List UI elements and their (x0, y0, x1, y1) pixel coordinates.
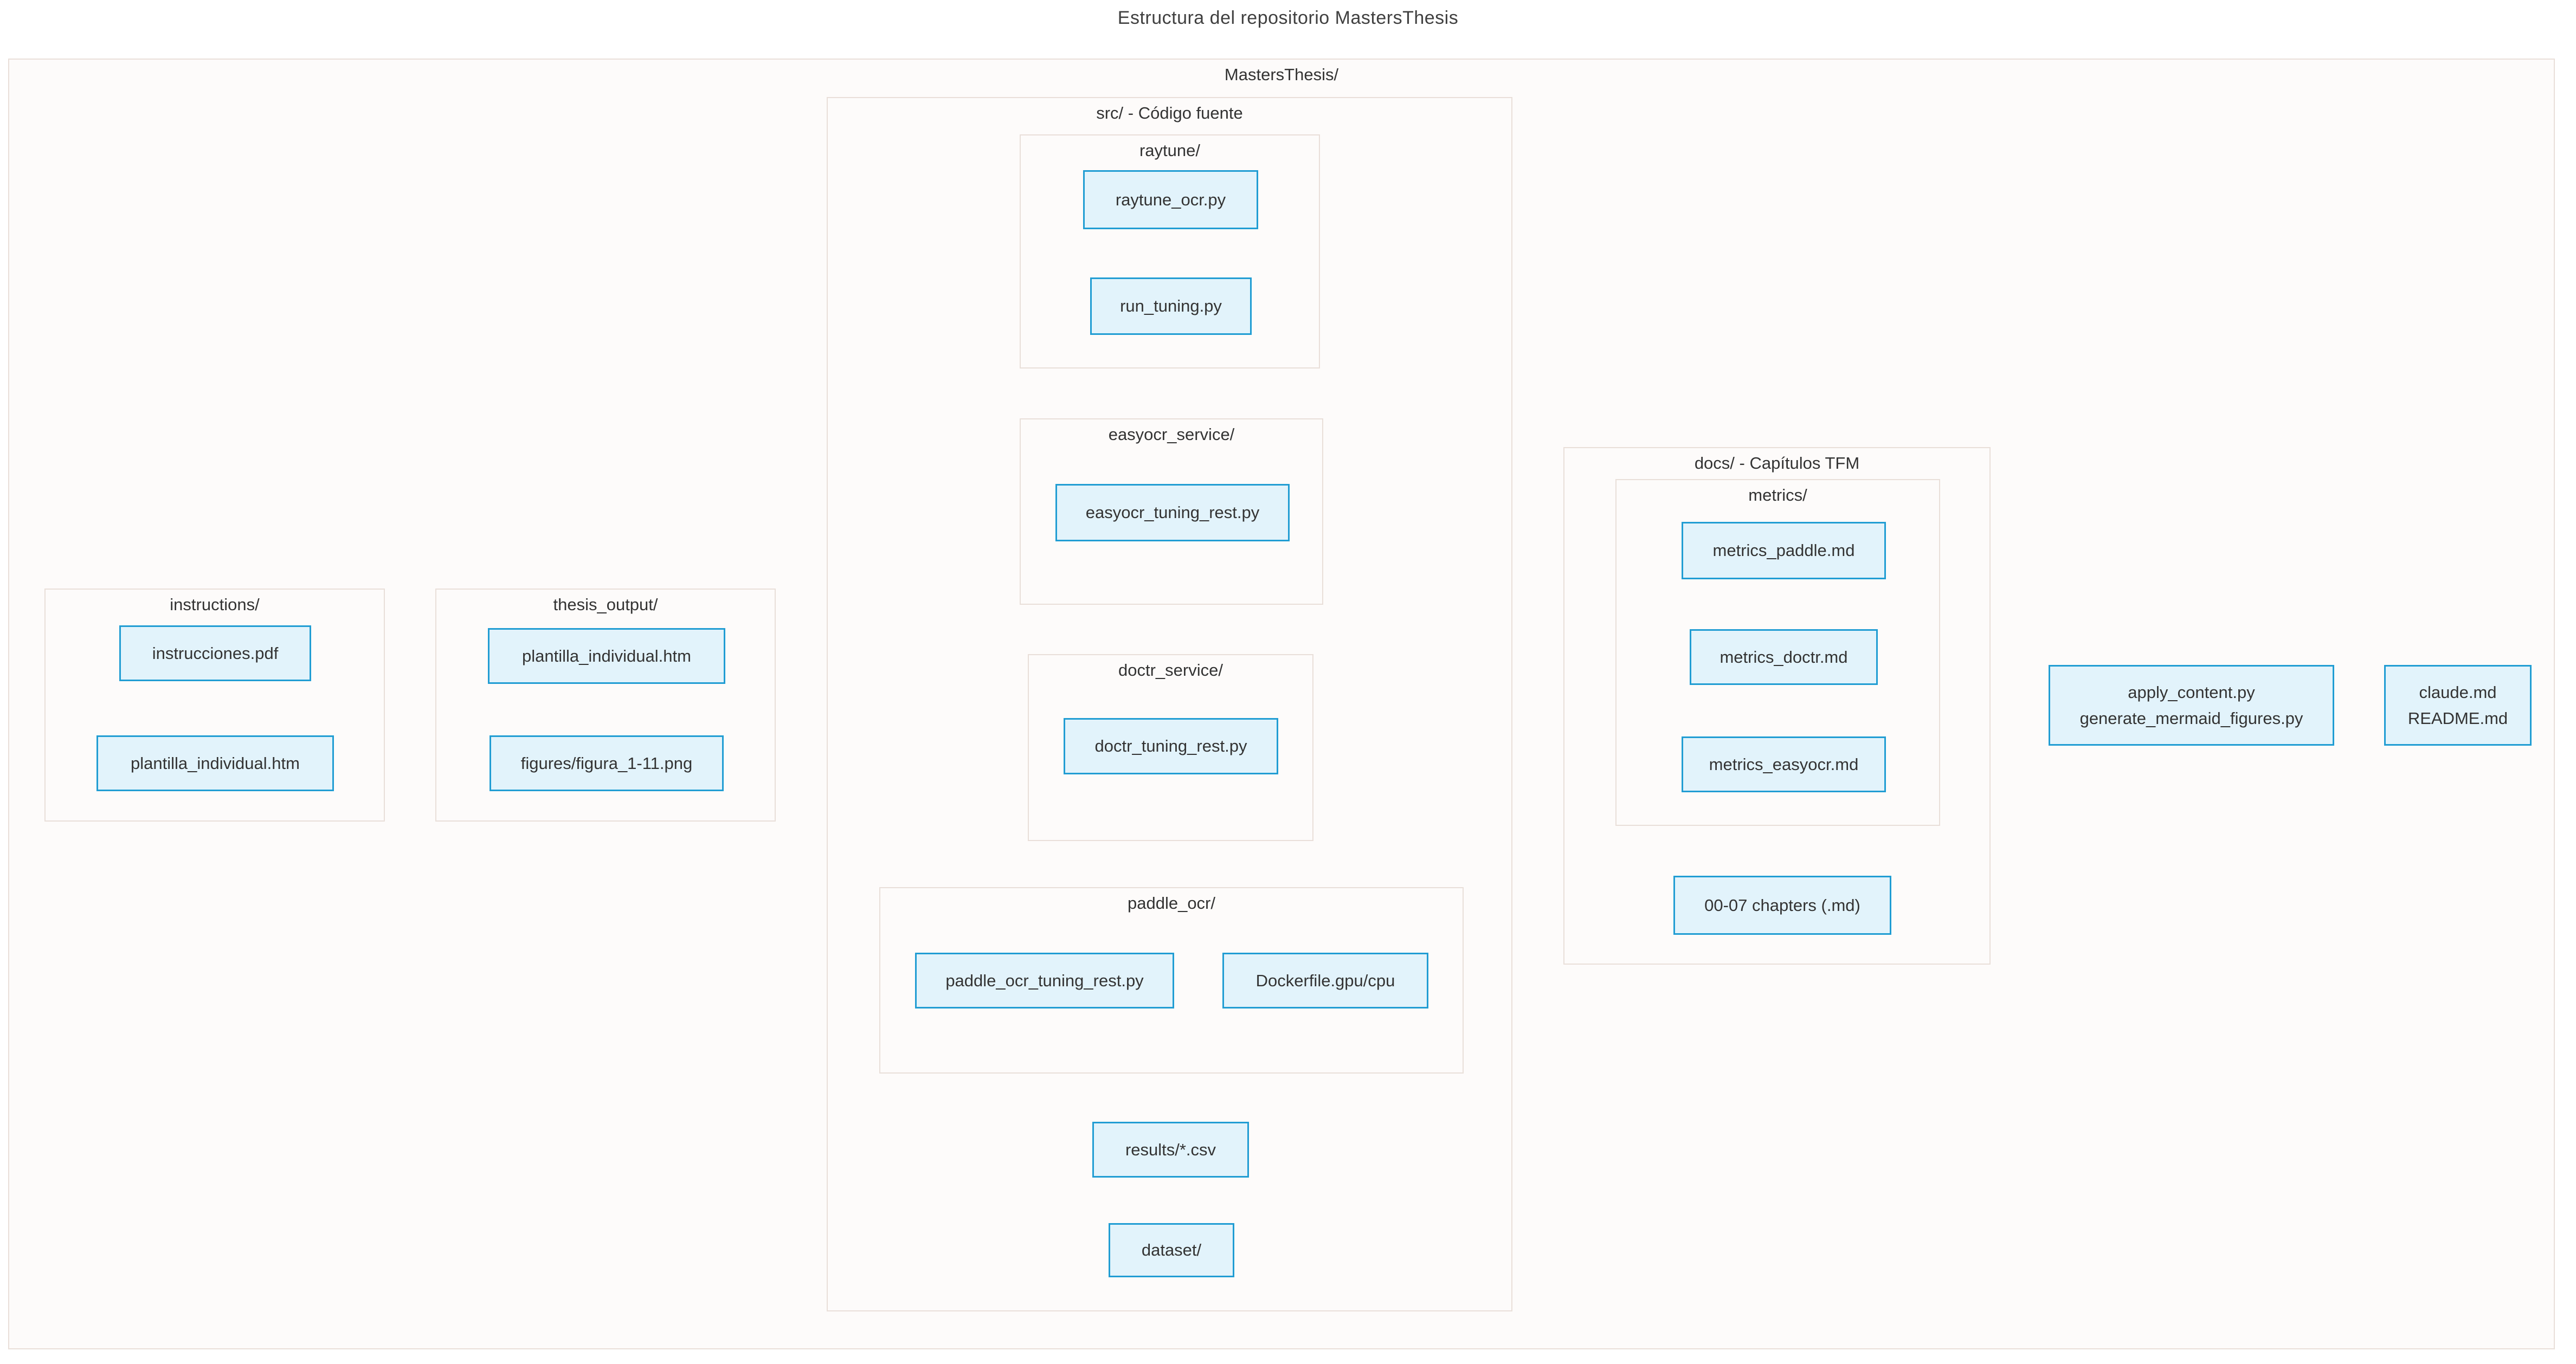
node-results-csv: results/*.csv (1092, 1122, 1249, 1178)
node-doctr-tuning-rest-py: doctr_tuning_rest.py (1064, 718, 1278, 774)
node-easyocr-tuning-rest-py: easyocr_tuning_rest.py (1055, 484, 1290, 541)
cluster-thesis-output-label: thesis_output/ (553, 595, 658, 614)
node-plantilla-individual-htm-instructions-label: plantilla_individual.htm (131, 753, 300, 773)
node-root-docs-line1: claude.md (2419, 682, 2497, 702)
cluster-instructions-label: instructions/ (170, 595, 260, 614)
cluster-paddle-ocr-label: paddle_ocr/ (1127, 894, 1215, 913)
node-metrics-paddle-md: metrics_paddle.md (1682, 522, 1886, 579)
cluster-raytune-label: raytune/ (1139, 141, 1200, 160)
node-figures-figura-1-11-png-label: figures/figura_1-11.png (520, 753, 693, 773)
cluster-doctr-service: doctr_service/ doctr_tuning_rest.py (1028, 654, 1313, 841)
node-paddle-ocr-tuning-rest-py: paddle_ocr_tuning_rest.py (915, 953, 1174, 1009)
node-root-docs-line2: README.md (2407, 708, 2508, 728)
node-dataset-label: dataset/ (1141, 1240, 1202, 1259)
node-helper-scripts: apply_content.py generate_mermaid_figure… (2049, 665, 2334, 746)
cluster-easyocr-service-label: easyocr_service/ (1108, 425, 1235, 444)
cluster-docs: docs/ - Capítulos TFM metrics/ metrics_p… (1563, 447, 1991, 965)
node-plantilla-individual-htm-instructions: plantilla_individual.htm (96, 735, 334, 791)
node-dataset: dataset/ (1109, 1223, 1234, 1277)
cluster-src: src/ - Código fuente raytune/ raytune_oc… (827, 97, 1512, 1311)
node-dockerfile-gpu-cpu-label: Dockerfile.gpu/cpu (1255, 971, 1395, 990)
node-metrics-easyocr-md-label: metrics_easyocr.md (1709, 754, 1859, 774)
node-paddle-ocr-tuning-rest-py-label: paddle_ocr_tuning_rest.py (945, 971, 1144, 990)
cluster-src-label: src/ - Código fuente (1096, 104, 1243, 122)
node-helper-scripts-line1: apply_content.py (2128, 682, 2255, 702)
node-metrics-paddle-md-label: metrics_paddle.md (1712, 541, 1855, 560)
node-run-tuning-py-label: run_tuning.py (1120, 296, 1222, 315)
node-figures-figura-1-11-png: figures/figura_1-11.png (490, 735, 724, 791)
node-metrics-doctr-md-label: metrics_doctr.md (1720, 647, 1848, 667)
node-plantilla-individual-htm-thesis: plantilla_individual.htm (488, 628, 725, 684)
node-run-tuning-py: run_tuning.py (1090, 277, 1252, 335)
node-plantilla-individual-htm-thesis-label: plantilla_individual.htm (522, 646, 691, 665)
node-helper-scripts-line2: generate_mermaid_figures.py (2079, 708, 2303, 728)
node-instrucciones-pdf-label: instrucciones.pdf (152, 643, 279, 663)
cluster-mastersthesis-label: MastersThesis/ (1224, 65, 1339, 84)
node-metrics-doctr-md: metrics_doctr.md (1690, 629, 1878, 685)
node-root-docs: claude.md README.md (2384, 665, 2532, 746)
node-00-07-chapters-md: 00-07 chapters (.md) (1673, 876, 1891, 935)
cluster-mastersthesis: MastersThesis/ src/ - Código fuente rayt… (8, 59, 2555, 1349)
node-00-07-chapters-md-label: 00-07 chapters (.md) (1704, 895, 1860, 915)
node-easyocr-tuning-rest-py-label: easyocr_tuning_rest.py (1085, 503, 1260, 522)
node-doctr-tuning-rest-py-label: doctr_tuning_rest.py (1094, 736, 1247, 755)
cluster-thesis-output: thesis_output/ plantilla_individual.htm … (435, 589, 776, 822)
node-raytune-ocr-py-label: raytune_ocr.py (1115, 190, 1226, 209)
cluster-raytune: raytune/ raytune_ocr.py run_tuning.py (1020, 134, 1320, 369)
cluster-instructions: instructions/ instrucciones.pdf plantill… (44, 589, 385, 822)
cluster-metrics-label: metrics/ (1748, 486, 1807, 505)
cluster-metrics: metrics/ metrics_paddle.md metrics_doctr… (1615, 479, 1940, 826)
diagram-title: Estructura del repositorio MastersThesis (1117, 8, 1459, 28)
cluster-easyocr-service: easyocr_service/ easyocr_tuning_rest.py (1020, 418, 1323, 605)
node-results-csv-label: results/*.csv (1125, 1140, 1216, 1159)
cluster-doctr-service-label: doctr_service/ (1118, 661, 1223, 680)
node-metrics-easyocr-md: metrics_easyocr.md (1682, 736, 1886, 792)
node-raytune-ocr-py: raytune_ocr.py (1083, 170, 1258, 229)
cluster-paddle-ocr: paddle_ocr/ paddle_ocr_tuning_rest.py Do… (879, 887, 1464, 1074)
node-dockerfile-gpu-cpu: Dockerfile.gpu/cpu (1222, 953, 1428, 1009)
cluster-docs-label: docs/ - Capítulos TFM (1694, 454, 1860, 473)
node-instrucciones-pdf: instrucciones.pdf (119, 625, 311, 681)
